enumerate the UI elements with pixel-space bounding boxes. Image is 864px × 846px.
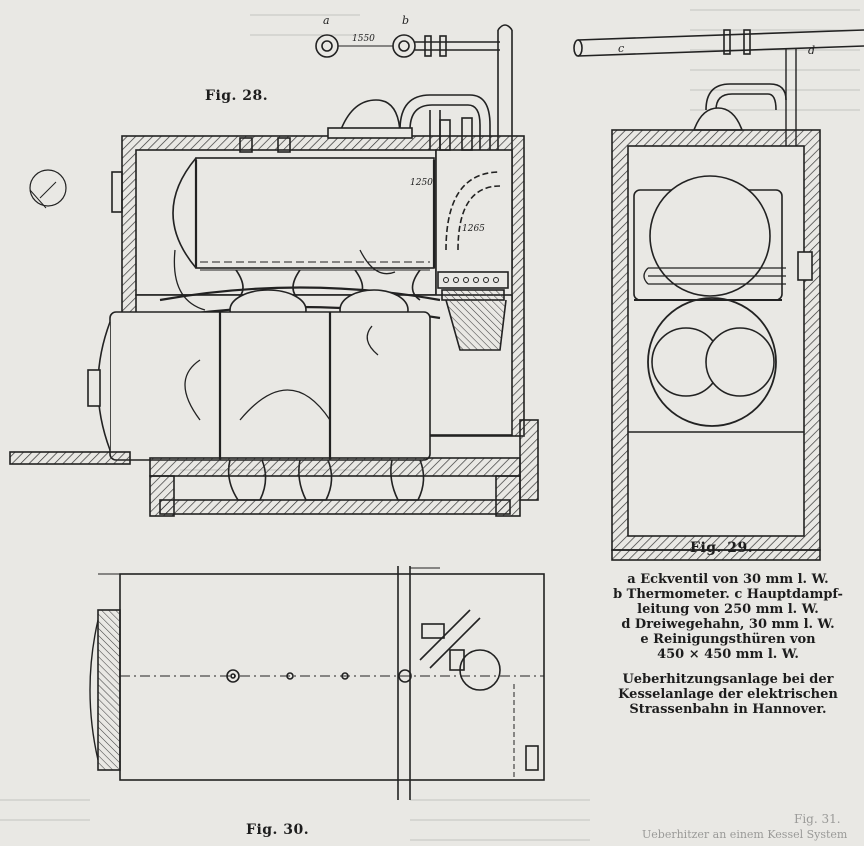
dimension-label: 1250 bbox=[410, 178, 433, 188]
label-c: c bbox=[618, 42, 625, 55]
label-d: d bbox=[808, 44, 816, 57]
label-a: a bbox=[323, 14, 330, 27]
legend-item: 450 × 450 mm l. W. bbox=[657, 647, 799, 662]
legend-item: b Thermometer. c Hauptdampf- bbox=[613, 587, 843, 602]
dimension-label: 1265 bbox=[462, 224, 485, 234]
dimension-label: 1550 bbox=[352, 34, 375, 44]
bleed-fig31: Fig. 31. bbox=[794, 812, 841, 826]
bleed-caption: Ueberhitzer an einem Kessel System bbox=[642, 828, 848, 841]
legend-item: leitung von 250 mm l. W. bbox=[637, 602, 819, 617]
legend-item: a Eckventil von 30 mm l. W. bbox=[627, 572, 829, 587]
caption-line: Ueberhitzungsanlage bei der bbox=[622, 672, 834, 687]
legend-item: e Reinigungsthüren von bbox=[640, 632, 816, 647]
caption-line: Strassenbahn in Hannover. bbox=[629, 702, 827, 717]
fig28-drawing bbox=[9, 24, 539, 517]
fig30-title: Fig. 30. bbox=[246, 822, 310, 838]
legend: a Eckventil von 30 mm l. W. b Thermomete… bbox=[600, 572, 856, 717]
figure-caption: Ueberhitzungsanlage bei der Kesselanlage… bbox=[600, 672, 856, 717]
label-b: b bbox=[402, 14, 410, 27]
legend-item: d Dreiwegehahn, 30 mm l. W. bbox=[621, 617, 835, 632]
caption-line: Kesselanlage der elektrischen bbox=[618, 687, 838, 702]
fig29-title: Fig. 29. bbox=[690, 540, 754, 556]
fig30-drawing bbox=[89, 566, 545, 800]
fig29-drawing bbox=[573, 29, 864, 561]
fig28-title: Fig. 28. bbox=[205, 88, 269, 104]
